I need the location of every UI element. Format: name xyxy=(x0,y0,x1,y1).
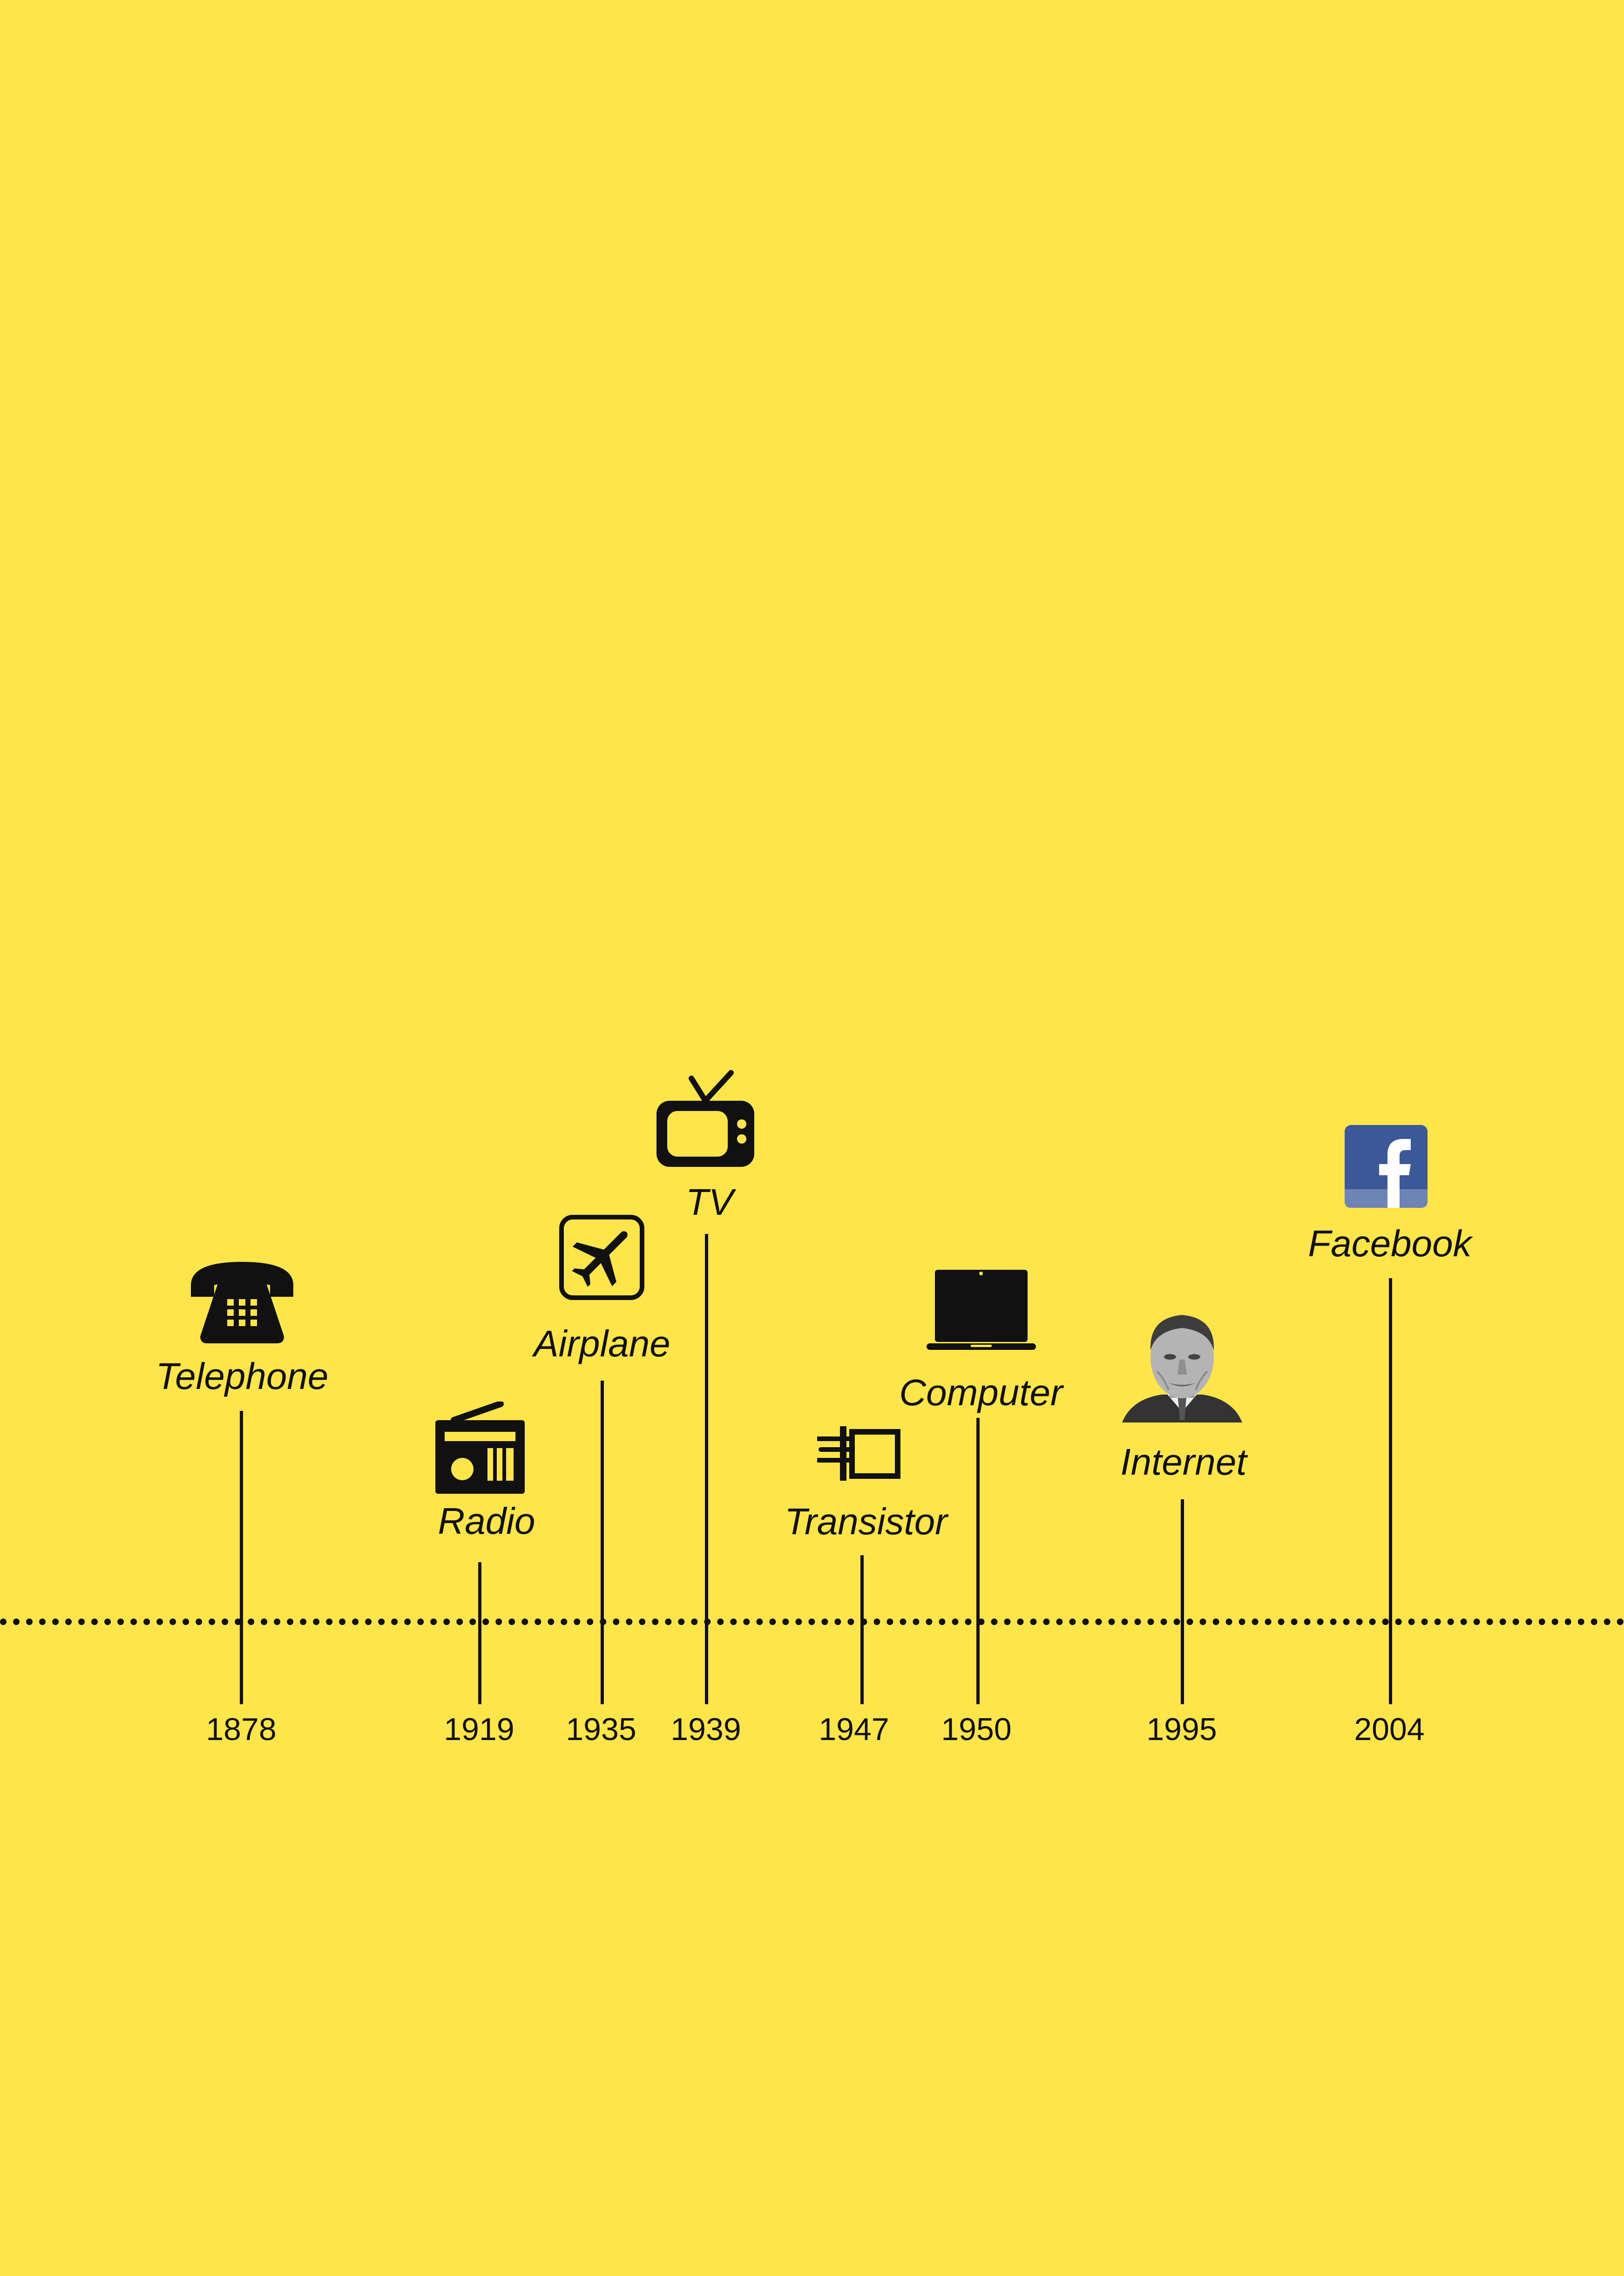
radio-icon xyxy=(435,1402,525,1494)
event-stem-computer xyxy=(976,1418,980,1704)
timeline-axis xyxy=(0,1619,1624,1625)
event-stem-radio xyxy=(478,1562,481,1704)
facebook-logo-icon xyxy=(1345,1125,1428,1208)
event-stem-tv xyxy=(705,1234,708,1704)
transistor-icon xyxy=(817,1422,901,1483)
event-year-tv: 1939 xyxy=(670,1712,741,1747)
event-year-airplane: 1935 xyxy=(566,1712,636,1747)
event-label-computer: Computer xyxy=(899,1372,1063,1413)
event-stem-internet xyxy=(1181,1499,1184,1704)
portrait-icon xyxy=(1122,1308,1242,1422)
telephone-icon xyxy=(186,1253,298,1346)
event-label-internet: Internet xyxy=(1120,1441,1247,1483)
event-label-radio: Radio xyxy=(438,1500,535,1542)
event-year-facebook: 2004 xyxy=(1354,1712,1425,1747)
event-year-computer: 1950 xyxy=(941,1712,1012,1747)
event-label-airplane: Airplane xyxy=(534,1323,670,1364)
event-label-facebook: Facebook xyxy=(1308,1223,1472,1264)
airplane-icon xyxy=(559,1214,645,1301)
event-year-transistor: 1947 xyxy=(819,1712,889,1747)
laptop-icon xyxy=(927,1269,1036,1353)
event-label-tv: TV xyxy=(685,1181,734,1223)
event-stem-transistor xyxy=(860,1555,864,1704)
event-stem-airplane xyxy=(601,1381,604,1704)
event-year-internet: 1995 xyxy=(1146,1712,1217,1747)
event-label-transistor: Transistor xyxy=(785,1501,947,1542)
event-year-radio: 1919 xyxy=(444,1712,514,1747)
event-year-telephone: 1878 xyxy=(206,1712,277,1747)
event-label-telephone: Telephone xyxy=(156,1355,329,1397)
event-stem-facebook xyxy=(1389,1278,1392,1704)
event-stem-telephone xyxy=(240,1411,243,1704)
tv-icon xyxy=(654,1069,757,1169)
